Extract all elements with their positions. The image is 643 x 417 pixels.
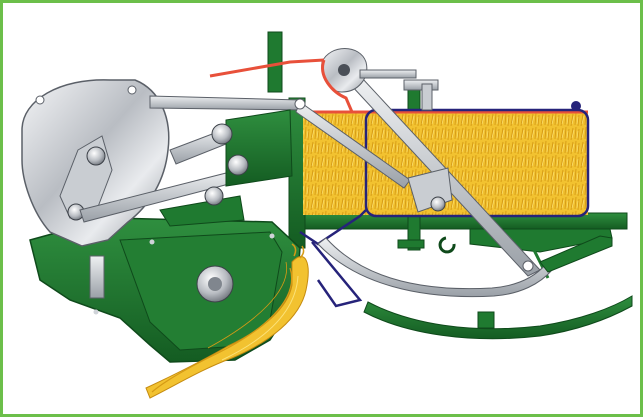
knotter-assembly: [321, 48, 439, 111]
pickup-housing: [29, 217, 301, 363]
twine-path: [209, 58, 367, 308]
pickup-rotor: [196, 265, 234, 303]
feed-crop-flow: [145, 243, 309, 399]
linkage-arms: [79, 95, 411, 227]
ground-skid: [317, 235, 633, 340]
